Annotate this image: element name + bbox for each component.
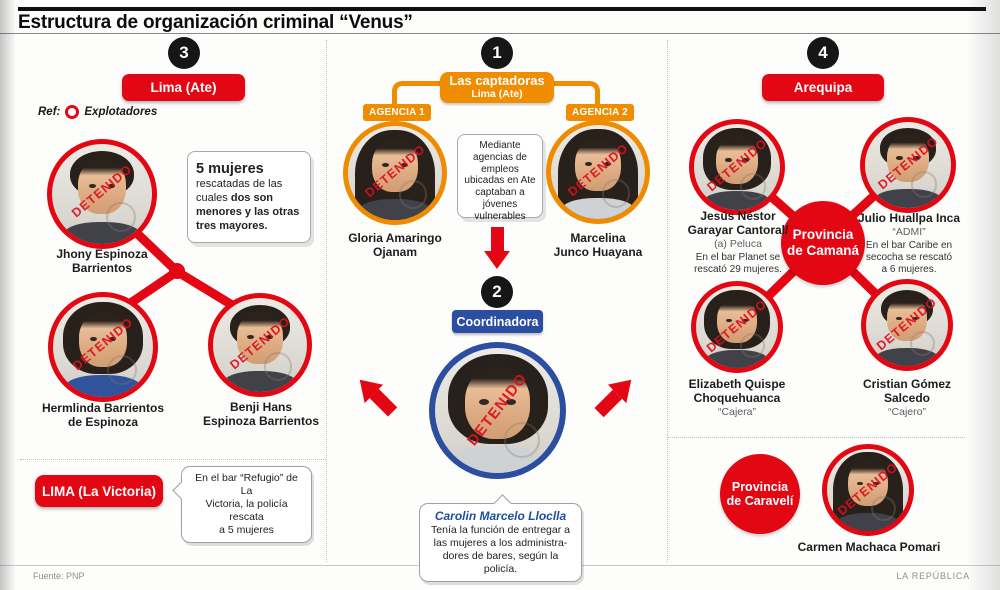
arrow-shaft: [490, 227, 504, 251]
photo-elizabeth-quispe: DETENIDO: [691, 281, 783, 373]
la-victoria-note-bubble: En el bar “Refugio” de La Victoria, la p…: [172, 466, 312, 544]
torso: [562, 198, 634, 219]
rescue-count: 5 mujeres: [196, 161, 264, 177]
alias-elizabeth: “Cajera”: [718, 406, 756, 419]
role-label-coordinadora: Coordinadora: [452, 310, 543, 333]
page-title: Estructura de organización criminal “Ven…: [18, 12, 413, 33]
region-label-lima-ate: Lima (Ate): [122, 74, 245, 101]
photo-hermlinda-barrientos: DETENIDO: [48, 292, 158, 402]
name-marcelina-junco: Marcelina Junco Huayana: [553, 231, 643, 260]
arrow-up-right-icon: [590, 370, 641, 422]
legend-ref-item: Explotadores: [84, 106, 158, 118]
province-camana-circle: Provincia de Camaná: [781, 201, 865, 285]
coordinadora-note-bubble: Carolin Marcelo Lloclla Tenía la función…: [419, 494, 582, 583]
divider-vertical-left: [326, 40, 327, 562]
arrow-up-left-icon: [350, 370, 402, 422]
arrow-shaft: [594, 389, 622, 417]
name-gloria-amaringo: Gloria Amaringo Ojanam: [348, 231, 442, 260]
method-info-box: Mediante agencias de empleos ubicadas en…: [457, 134, 543, 222]
alias-cristian: “Cajero”: [888, 406, 926, 419]
torso: [65, 375, 141, 397]
arrow-head: [484, 251, 510, 269]
divider-vertical-right: [667, 40, 668, 562]
name-benji-espinoza: Benji Hans Espinoza Barrientos: [202, 400, 320, 429]
alias-julio: “ADMI”: [892, 226, 926, 239]
agency-1-label: AGENCIA 1: [363, 104, 431, 121]
person-block-julio: Julio Huallpa Inca “ADMI” En el bar Cari…: [839, 211, 979, 276]
coordinadora-note-text: Tenía la función de entregar a las mujer…: [431, 524, 570, 576]
la-victoria-note-text: En el bar “Refugio” de La Victoria, la p…: [195, 472, 298, 537]
header-rule-thin: [0, 33, 1000, 34]
name-hermlinda-barrientos: Hermlinda Barrientos de Espinoza: [41, 401, 165, 430]
captadoras-place: Lima (Ate): [471, 88, 523, 100]
photo-gloria-amaringo: DETENIDO: [343, 121, 447, 225]
person-block-jesus: Jesús Néstor Garayar Cantoral/ (a) Peluc…: [666, 209, 810, 276]
photo-carmen-machaca: DETENIDO: [822, 444, 914, 536]
name-jhony-espinoza: Jhony Espinoza Barrientos: [56, 247, 148, 276]
alias-jesus: (a) Peluca: [714, 238, 762, 251]
page-edge-shadow-right: [966, 0, 1000, 590]
step-4-badge: 4: [807, 37, 839, 69]
face: [79, 312, 127, 367]
name-cristian-gomez: Cristian Gómez Salcedo: [862, 377, 952, 406]
bracket-right: [554, 81, 600, 106]
note-jesus: En el bar Planet se rescató 29 mujeres.: [694, 252, 782, 276]
legend: Ref: Explotadores: [38, 105, 157, 119]
header-rule-thick: [18, 7, 986, 11]
legend-ref-label: Ref:: [38, 106, 61, 118]
source-credit: Fuente: PNP: [33, 571, 85, 581]
role-label-captadoras: Las captadoras Lima (Ate): [440, 72, 554, 103]
photo-marcelina-junco: DETENIDO: [546, 120, 650, 224]
page-edge-shadow-left: [0, 0, 16, 590]
region-label-arequipa: Arequipa: [762, 74, 884, 101]
step-2-badge: 2: [481, 276, 513, 308]
note-julio: En el bar Caribe en secocha se rescató a…: [865, 240, 953, 276]
province-caraveli-circle: Provincia de Caravelí: [720, 454, 800, 534]
torso: [224, 371, 296, 392]
region-label-lima-la-victoria: LIMA (La Victoria): [35, 475, 163, 507]
name-carolin-marcelo: Carolin Marcelo Lloclla: [434, 509, 567, 523]
name-elizabeth-quispe: Elizabeth Quispe Choquehuanca: [688, 377, 786, 406]
connector-junction-dot: [169, 263, 185, 279]
captadoras-title: Las captadoras: [449, 73, 545, 88]
torso: [875, 189, 941, 208]
rescue-text: rescatadas de las cuales: [196, 178, 283, 205]
divider-horizontal-left: [20, 459, 326, 460]
agency-2-label: AGENCIA 2: [566, 104, 634, 121]
photo-benji-espinoza: DETENIDO: [208, 293, 312, 397]
person-block-elizabeth: Elizabeth Quispe Choquehuanca “Cajera”: [662, 377, 812, 418]
photo-jesus-garayar: DETENIDO: [689, 119, 785, 215]
photo-jhony-espinoza: DETENIDO: [47, 139, 157, 249]
photo-cristian-gomez: DETENIDO: [861, 279, 953, 371]
photo-carolin-marcelo: DETENIDO: [429, 342, 566, 479]
torso: [359, 199, 431, 220]
publisher-credit: LA REPÚBLICA: [896, 571, 970, 581]
arrow-down-icon: [484, 227, 510, 269]
divider-horizontal-right: [667, 437, 965, 438]
rescue-detail: dos son menores y las otras tres mayores…: [196, 192, 300, 232]
rescue-info-box: 5 mujeres rescatadas de las cuales dos s…: [187, 151, 311, 243]
step-1-badge: 1: [481, 37, 513, 69]
arrow-shaft: [369, 389, 397, 417]
torso: [64, 222, 140, 244]
step-3-badge: 3: [168, 37, 200, 69]
bracket-left: [392, 81, 440, 106]
name-jesus-garayar: Jesús Néstor Garayar Cantoral/: [687, 209, 789, 238]
name-julio-huallpa: Julio Huallpa Inca: [857, 211, 961, 225]
photo-julio-huallpa: DETENIDO: [860, 117, 956, 213]
person-block-cristian: Cristian Gómez Salcedo “Cajero”: [833, 377, 981, 418]
red-ring-icon: [65, 105, 80, 119]
name-carmen-machaca: Carmen Machaca Pomari: [797, 540, 941, 554]
